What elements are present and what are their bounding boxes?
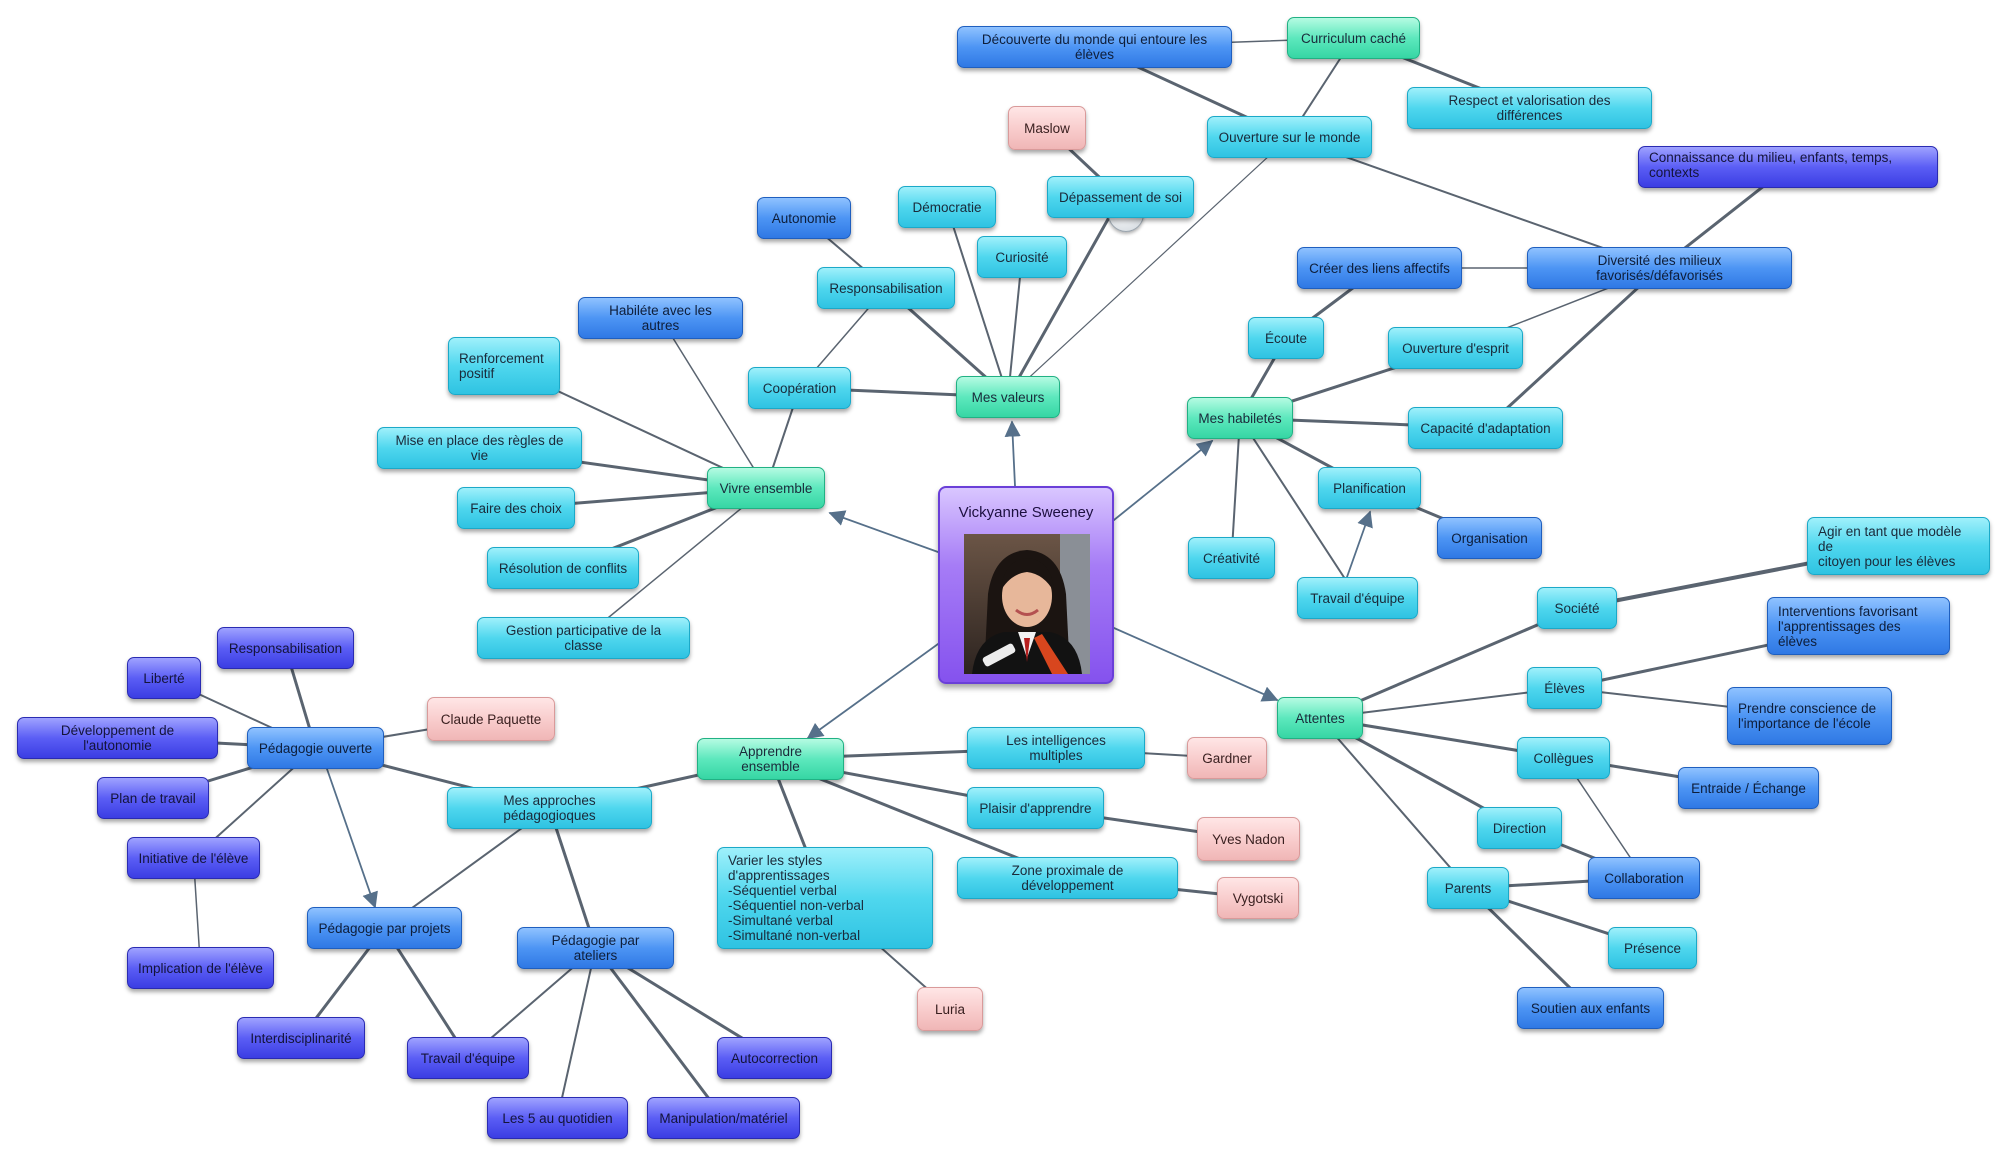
node-democratie[interactable]: Démocratie xyxy=(898,186,996,228)
node-claude-paquette[interactable]: Claude Paquette xyxy=(427,697,555,741)
connector-mes_valeurs-ouverture_monde xyxy=(1007,136,1291,398)
node-travail-equipe-habiletes[interactable]: Travail d'équipe xyxy=(1297,577,1418,619)
node-resolution-conflits[interactable]: Résolution de conflits xyxy=(487,547,639,589)
central-topic[interactable]: Vickyanne Sweeney xyxy=(938,486,1114,684)
node-vygotski[interactable]: Vygotski xyxy=(1217,877,1299,919)
node-interdisciplinarite[interactable]: Interdisciplinarité xyxy=(237,1017,365,1059)
node-creativite[interactable]: Créativité xyxy=(1188,537,1275,579)
node-autonomie[interactable]: Autonomie xyxy=(757,197,851,239)
node-collaboration[interactable]: Collaboration xyxy=(1588,857,1700,899)
node-developpement-autonomie[interactable]: Développement de l'autonomie xyxy=(17,717,218,759)
node-attentes[interactable]: Attentes xyxy=(1277,697,1363,739)
node-responsabilisation-pedagogie[interactable]: Responsabilisation xyxy=(217,627,354,669)
node-soutien-enfants[interactable]: Soutien aux enfants xyxy=(1517,987,1664,1029)
node-maslow[interactable]: Maslow xyxy=(1008,106,1086,150)
node-regles-vie[interactable]: Mise en place des règles de vie xyxy=(377,427,582,469)
node-societe[interactable]: Société xyxy=(1537,587,1617,629)
connector-attentes-societe xyxy=(1318,606,1579,720)
connector-mes_valeurs-democratie xyxy=(946,206,1009,398)
node-approches-pedagogiques[interactable]: Mes approches pédagogioques xyxy=(447,787,652,829)
connector-mes_valeurs-curiosite xyxy=(1007,256,1023,398)
node-mes-habiletes[interactable]: Mes habiletés xyxy=(1187,397,1293,439)
connector-pedagogie_ateliers-manipulation xyxy=(594,946,725,1120)
connector-arrow-2 xyxy=(1113,439,1214,521)
node-cooperation[interactable]: Coopération xyxy=(748,367,851,409)
node-interventions[interactable]: Interventions favorisant l'apprentissage… xyxy=(1767,597,1950,655)
connector-vivre_ensemble-habilete_autres xyxy=(659,317,767,489)
connector-pedagogie_ateliers-les5_quotidien xyxy=(556,947,597,1119)
node-renforcement-positif[interactable]: Renforcement positif xyxy=(448,337,560,395)
connector-attentes-parents xyxy=(1319,717,1469,889)
node-ecoute[interactable]: Écoute xyxy=(1248,317,1324,359)
node-travail-equipe-pedagogie[interactable]: Travail d'équipe xyxy=(407,1037,529,1079)
connector-approches-pedagogie_ateliers xyxy=(548,806,597,950)
node-depassement-soi[interactable]: Dépassement de soi xyxy=(1047,176,1194,218)
node-habilete-autres[interactable]: Habiléte avec les autres xyxy=(578,297,743,339)
node-eleves[interactable]: Élèves xyxy=(1527,667,1602,709)
node-pedagogie-ateliers[interactable]: Pédagogie par ateliers xyxy=(517,927,674,969)
node-presence[interactable]: Présence xyxy=(1608,927,1697,969)
connector-arrow-0 xyxy=(1004,420,1021,487)
central-topic-title: Vickyanne Sweeney xyxy=(958,504,1094,521)
connector-diversite_milieux-capacite_adaptation xyxy=(1484,266,1661,430)
node-gardner[interactable]: Gardner xyxy=(1187,737,1267,779)
node-decouverte-monde[interactable]: Découverte du monde qui entoure les élèv… xyxy=(957,26,1232,68)
portrait-photo xyxy=(964,534,1090,674)
node-curriculum-cache[interactable]: Curriculum caché xyxy=(1287,17,1420,59)
node-direction[interactable]: Direction xyxy=(1477,807,1562,849)
node-vivre-ensemble[interactable]: Vivre ensemble xyxy=(707,467,825,509)
connector-mes_habiletes-travail_equipe_hab xyxy=(1239,417,1359,599)
connector-vivre_ensemble-gestion_participative xyxy=(582,487,767,639)
node-autocorrection[interactable]: Autocorrection xyxy=(717,1037,832,1079)
node-zone-proximale[interactable]: Zone proximale de développement xyxy=(957,857,1178,899)
node-modele-citoyen[interactable]: Agir en tant que modèle de citoyen pour … xyxy=(1807,517,1990,575)
node-pedagogie-ouverte[interactable]: Pédagogie ouverte xyxy=(247,727,384,769)
node-organisation[interactable]: Organisation xyxy=(1437,517,1542,559)
connector-mes_valeurs-depassement xyxy=(1006,195,1122,399)
node-planification[interactable]: Planification xyxy=(1318,467,1421,509)
connector-mes_habiletes-creativite xyxy=(1230,417,1241,559)
node-apprendre-ensemble[interactable]: Apprendre ensemble xyxy=(697,738,844,780)
node-styles-apprentissage[interactable]: Varier les styles d'apprentissages -Séqu… xyxy=(717,847,933,949)
node-parents[interactable]: Parents xyxy=(1427,867,1509,909)
connector-arrow-projets xyxy=(326,768,378,909)
connector-arrow-planification xyxy=(1346,510,1373,578)
node-capacite-adaptation[interactable]: Capacité d'adaptation xyxy=(1408,407,1563,449)
node-intelligences-multiples[interactable]: Les intelligences multiples xyxy=(967,727,1145,769)
node-ouverture-esprit[interactable]: Ouverture d'esprit xyxy=(1388,327,1523,369)
node-ouverture-monde[interactable]: Ouverture sur le monde xyxy=(1207,116,1372,158)
node-yves-nadon[interactable]: Yves Nadon xyxy=(1197,817,1300,861)
node-conscience-ecole[interactable]: Prendre conscience de l'importance de l'… xyxy=(1727,687,1892,745)
node-diversite-milieux[interactable]: Diversité des milieux favorisés/défavori… xyxy=(1527,247,1792,289)
connector-arrow-1 xyxy=(828,510,939,553)
node-liberte[interactable]: Liberté xyxy=(127,657,201,699)
node-mes-valeurs[interactable]: Mes valeurs xyxy=(956,376,1060,418)
connector-arrow-4 xyxy=(806,643,939,739)
node-respect-differences[interactable]: Respect et valorisation des différences xyxy=(1407,87,1652,129)
node-curiosite[interactable]: Curiosité xyxy=(977,236,1067,278)
node-liens-affectifs[interactable]: Créer des liens affectifs xyxy=(1297,247,1462,289)
node-connaissance-milieu[interactable]: Connaissance du milieu, enfants, temps, … xyxy=(1638,146,1938,188)
connector-pedagogie_projets-travail_equipe_ped xyxy=(383,926,470,1060)
node-gestion-participative[interactable]: Gestion participative de la classe xyxy=(477,617,690,659)
node-pedagogie-projets[interactable]: Pédagogie par projets xyxy=(307,907,462,949)
node-collegues[interactable]: Collègues xyxy=(1517,737,1610,779)
node-plaisir-apprendre[interactable]: Plaisir d'apprendre xyxy=(967,787,1104,829)
node-faire-choix[interactable]: Faire des choix xyxy=(457,487,575,529)
connector-ouverture_monde-diversite_milieux xyxy=(1288,136,1661,269)
node-responsabilisation-valeurs[interactable]: Responsabilisation xyxy=(817,267,955,309)
node-initiative-eleve[interactable]: Initiative de l'élève xyxy=(127,837,260,879)
node-manipulation-materiel[interactable]: Manipulation/matériel xyxy=(647,1097,800,1139)
node-luria[interactable]: Luria xyxy=(917,987,983,1031)
connector-arrow-3 xyxy=(1113,627,1279,702)
node-les-5-au-quotidien[interactable]: Les 5 au quotidien xyxy=(487,1097,628,1139)
node-plan-travail[interactable]: Plan de travail xyxy=(97,777,209,819)
node-implication-eleve[interactable]: Implication de l'élève xyxy=(127,947,274,989)
node-entraide-echange[interactable]: Entraide / Échange xyxy=(1678,767,1819,809)
